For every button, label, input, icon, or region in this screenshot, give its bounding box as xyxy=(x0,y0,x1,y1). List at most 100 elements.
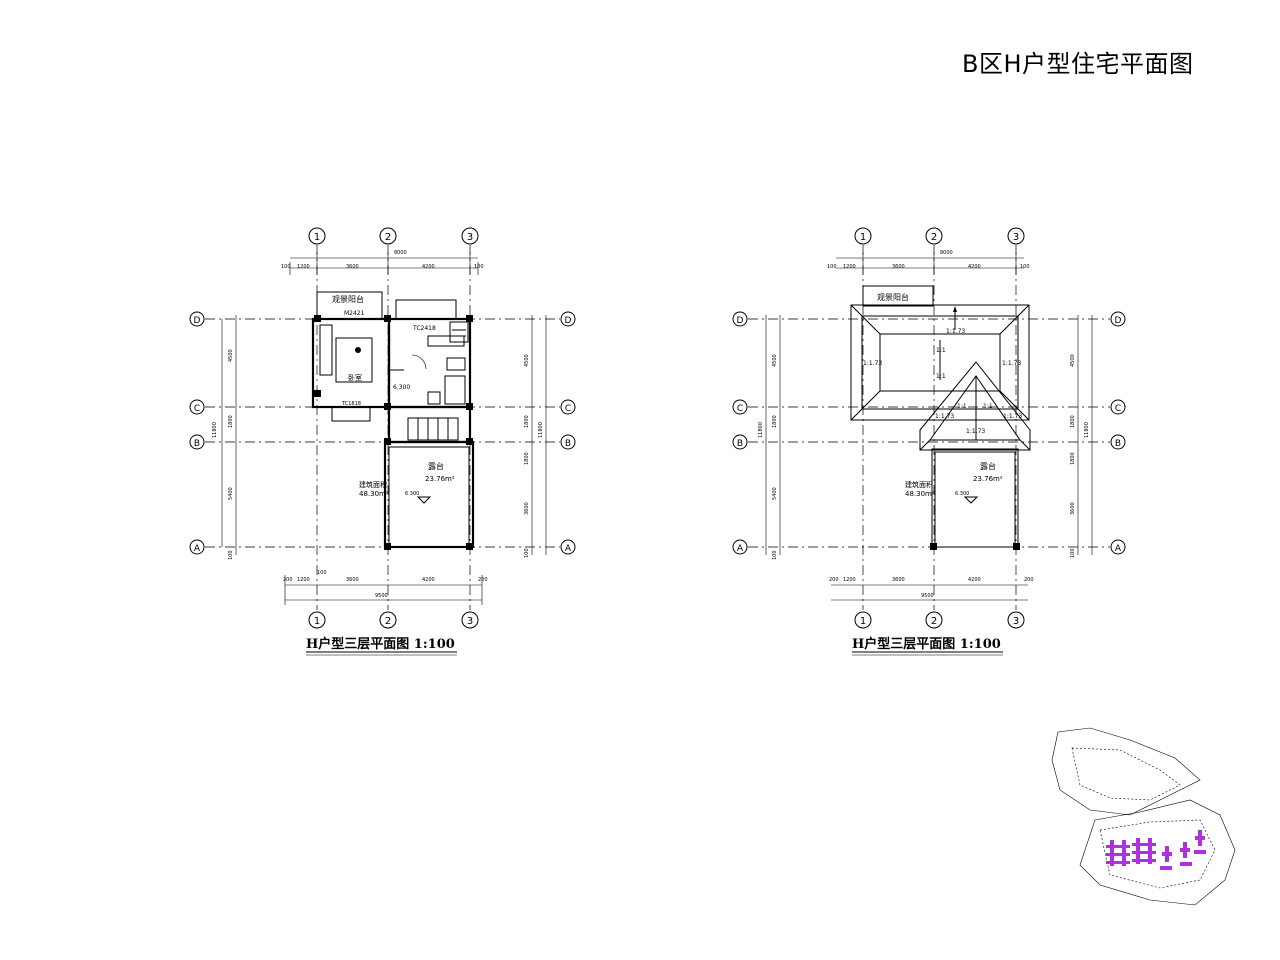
slope-label-2: 1:1.73 xyxy=(863,360,882,367)
svg-text:1800: 1800 xyxy=(1070,415,1076,428)
svg-text:4500: 4500 xyxy=(228,349,234,362)
svg-text:4200: 4200 xyxy=(422,264,435,270)
svg-text:1800: 1800 xyxy=(524,415,530,428)
svg-text:200: 200 xyxy=(1024,577,1034,583)
slope-label-4: 1:1 xyxy=(936,347,946,354)
dimensions-plan1: 8000 100 1200 3600 4200 100 200 100 1200… xyxy=(212,250,544,599)
svg-text:9500: 9500 xyxy=(375,593,388,599)
svg-text:1200: 1200 xyxy=(297,264,310,270)
svg-text:4500: 4500 xyxy=(772,354,778,367)
svg-text:3600: 3600 xyxy=(346,577,359,583)
svg-text:B: B xyxy=(737,439,743,449)
svg-text:1: 1 xyxy=(314,616,320,627)
svg-text:11800: 11800 xyxy=(212,422,218,438)
svg-text:1800: 1800 xyxy=(1070,452,1076,465)
svg-text:D: D xyxy=(565,316,572,326)
svg-text:100: 100 xyxy=(524,548,530,558)
svg-text:200: 200 xyxy=(283,577,293,583)
svg-text:1: 1 xyxy=(314,232,320,243)
svg-text:1200: 1200 xyxy=(843,264,856,270)
svg-text:A: A xyxy=(194,544,201,554)
slope-label-5: 1:1 xyxy=(936,373,946,380)
svg-text:4500: 4500 xyxy=(524,354,530,367)
svg-text:2: 2 xyxy=(931,232,937,243)
svg-text:100: 100 xyxy=(772,550,778,560)
room-label-terrace: 露台 xyxy=(428,461,444,471)
svg-text:A: A xyxy=(737,544,744,554)
window-code-2: TC1818 xyxy=(341,401,361,407)
slope-label-7: 1:1 xyxy=(983,403,993,410)
svg-text:3: 3 xyxy=(1013,232,1019,243)
roof-terrace-elevation: 6.300 xyxy=(955,491,969,497)
window-code: TC2418 xyxy=(412,325,436,332)
roof-balcony-label: 观景阳台 xyxy=(877,292,909,302)
terrace-area: 23.76m² xyxy=(425,475,455,483)
svg-text:4200: 4200 xyxy=(968,264,981,270)
svg-text:1800: 1800 xyxy=(772,415,778,428)
svg-text:100: 100 xyxy=(1020,264,1030,270)
svg-text:1200: 1200 xyxy=(297,577,310,583)
area-value: 48.30m² xyxy=(359,490,389,498)
svg-text:11800: 11800 xyxy=(1084,422,1090,438)
svg-text:1: 1 xyxy=(860,616,866,627)
svg-text:3: 3 xyxy=(467,232,473,243)
roof-terrace-area: 23.76m² xyxy=(973,475,1003,483)
slope-label-6: 1:1 xyxy=(957,403,967,410)
slope-label-8: 1:1.73 xyxy=(935,413,954,420)
svg-text:100: 100 xyxy=(228,550,234,560)
svg-text:3600: 3600 xyxy=(524,502,530,515)
svg-text:C: C xyxy=(194,404,200,414)
svg-text:3600: 3600 xyxy=(892,577,905,583)
slope-label-9: 1:1.73 xyxy=(1003,413,1022,420)
svg-text:B: B xyxy=(565,439,571,449)
svg-text:4500: 4500 xyxy=(1070,354,1076,367)
svg-text:100: 100 xyxy=(1070,548,1076,558)
grid-bubbles-plan2: 1 2 3 1 2 3 D C B A D C B A xyxy=(732,227,1126,629)
svg-text:A: A xyxy=(1115,544,1122,554)
svg-text:B: B xyxy=(194,439,200,449)
slope-label-3: 1:1.73 xyxy=(1002,360,1021,367)
svg-text:8000: 8000 xyxy=(940,250,953,256)
svg-text:2: 2 xyxy=(385,616,391,627)
roof-plan-caption: H户型三层平面图 1:100 xyxy=(852,636,1001,652)
svg-text:D: D xyxy=(194,316,201,326)
svg-text:3: 3 xyxy=(1013,616,1019,627)
svg-text:8000: 8000 xyxy=(394,250,407,256)
room-label-bedroom: 卧室 xyxy=(348,373,362,382)
svg-text:3600: 3600 xyxy=(1070,502,1076,515)
roof-plan xyxy=(748,245,1110,610)
svg-text:5400: 5400 xyxy=(228,487,234,500)
svg-text:5400: 5400 xyxy=(772,487,778,500)
svg-text:1200: 1200 xyxy=(843,577,856,583)
svg-text:9500: 9500 xyxy=(921,593,934,599)
grid-bubbles-plan1: 1 2 3 1 2 3 D C B A D C B A xyxy=(189,227,576,629)
svg-text:100: 100 xyxy=(281,264,291,270)
door-code: M2421 xyxy=(344,310,365,317)
svg-text:2: 2 xyxy=(931,616,937,627)
dimensions-plan2: 8000 100 1200 3600 4200 100 200 1200 360… xyxy=(758,250,1090,599)
slope-label-1: 1:1.73 xyxy=(946,328,965,335)
svg-text:3600: 3600 xyxy=(892,264,905,270)
svg-text:C: C xyxy=(737,404,743,414)
svg-text:1: 1 xyxy=(860,232,866,243)
site-key-plan xyxy=(1051,727,1236,906)
terrace-elevation: 6.300 xyxy=(405,491,419,497)
svg-text:D: D xyxy=(1115,316,1122,326)
floor-plan-third-level xyxy=(205,245,560,610)
svg-text:1800: 1800 xyxy=(524,452,530,465)
elevation-mark: 6.300 xyxy=(393,384,410,391)
svg-text:11800: 11800 xyxy=(758,422,764,438)
area-label: 建筑面积 xyxy=(359,480,387,489)
svg-text:A: A xyxy=(565,544,572,554)
svg-text:C: C xyxy=(1115,404,1121,414)
svg-text:200: 200 xyxy=(829,577,839,583)
svg-text:11800: 11800 xyxy=(538,422,544,438)
svg-text:4200: 4200 xyxy=(968,577,981,583)
room-label-balcony: 观景阳台 xyxy=(332,294,364,304)
svg-text:2: 2 xyxy=(385,232,391,243)
plan-caption: H户型三层平面图 1:100 xyxy=(306,636,455,652)
page-title: B区H户型住宅平面图 xyxy=(962,50,1194,78)
svg-text:D: D xyxy=(737,316,744,326)
roof-area-value: 48.30m² xyxy=(905,490,935,498)
